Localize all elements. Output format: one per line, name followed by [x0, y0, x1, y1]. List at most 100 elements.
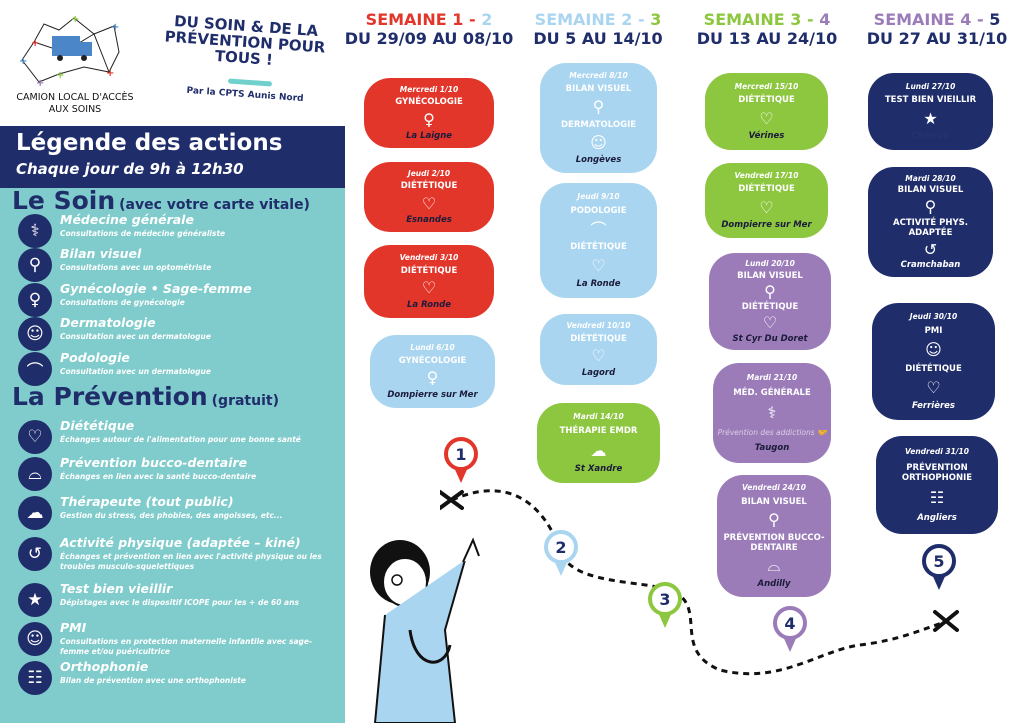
week-label-start: SEMAINE 3 - [703, 10, 820, 29]
week-label: SEMAINE 1 - 2 [339, 10, 519, 29]
session-place: Longèves [575, 154, 622, 165]
session-day: Jeudi 30/10 [909, 312, 958, 322]
session-day: Mercredi 15/10 [734, 81, 799, 91]
pin-number: 3 [648, 582, 682, 616]
session-activity: PRÉVENTION BUCCO-DENTAIRE [723, 532, 825, 553]
activity-icon: ⚲ [592, 97, 605, 117]
session-day: Mardi 28/10 [905, 173, 956, 183]
section-title: Le Soin [12, 186, 116, 215]
session-day: Vendredi 3/10 [399, 252, 459, 262]
week-label: SEMAINE 2 - 3 [508, 10, 688, 29]
activity-icon: ☷ [929, 488, 945, 508]
legend-item-description: Échanges et prévention en lien avec l'ac… [60, 552, 322, 571]
session-activity: DIÉTÉTIQUE [741, 302, 799, 313]
session-place: St Xandre [574, 463, 623, 474]
session-activity: MÉD. GÉNÉRALE [733, 388, 811, 399]
session-activity: ACTIVITÉ PHYS. ADAPTÉE [893, 217, 968, 238]
star-icon: ★ [18, 583, 52, 617]
session-place: Dompierre sur Mer [721, 219, 812, 230]
legend-item-title: Orthophonie [60, 659, 149, 674]
session-place: St Cyr Du Doret [732, 333, 808, 344]
week-dates: DU 5 AU 14/10 [533, 29, 663, 48]
legend-item-title: Test bien vieillir [60, 581, 173, 596]
session-activity: GYNÉCOLOGIE [398, 355, 467, 366]
week-label-start: SEMAINE 4 - [873, 10, 990, 29]
activity-icon: ♀ [426, 368, 439, 388]
foot-icon: ⌒ [18, 352, 52, 386]
activity-icon: ⚕ [767, 403, 777, 423]
section-note: (gratuit) [211, 393, 279, 409]
nurse-illustration [370, 537, 480, 723]
header-area: +++++++ CAMION LOCAL D'ACCÈS AUX SOINS D… [0, 0, 345, 126]
legend-item-title: Podologie [60, 350, 130, 365]
tooth-icon: ⌓ [18, 457, 52, 491]
legend-item-description: Consultations de gynécologie [60, 298, 185, 307]
session-activity: GYNÉCOLOGIE [395, 97, 463, 108]
svg-text:+: + [106, 68, 114, 79]
svg-text:+: + [71, 14, 79, 25]
legend-title: Légende des actions [16, 130, 283, 156]
session-place: Taugon [754, 442, 790, 453]
activity-icon: ☺ [925, 340, 942, 360]
opening-hours: Chaque jour de 9h à 12h30 [16, 160, 244, 178]
slogan-underline [227, 78, 273, 87]
session-activity: DIÉTÉTIQUE [905, 363, 962, 374]
week-label: SEMAINE 3 - 4 [677, 10, 857, 29]
session-activity: PMI [924, 326, 943, 337]
session-place: Dompierre sur Mer [387, 390, 478, 401]
legend-item-description: Bilan de prévention avec une orthophonis… [60, 676, 246, 685]
session-activity: TEST BIEN VIEILLIR [884, 95, 977, 106]
session-day: Lundi 20/10 [745, 259, 795, 269]
legend-item-description: Consultations avec un optométriste [60, 263, 212, 272]
logo-text: CAMION LOCAL D'ACCÈS AUX SOINS [16, 92, 134, 115]
session-note: Prévention des addictions 🤝 [717, 427, 827, 437]
activity-icon: ☁ [590, 440, 607, 460]
section-prevention: La Prévention(gratuit) [12, 382, 279, 411]
legend-item-title: Thérapeute (tout public) [60, 494, 234, 509]
session-place: Ferrières [912, 400, 955, 411]
svg-text:+: + [111, 22, 119, 33]
week-label-end: 2 [481, 10, 493, 29]
session-day: Lundi 27/10 [905, 81, 956, 91]
session-place: Andilly [757, 578, 791, 589]
session-day: Vendredi 24/10 [741, 483, 806, 493]
activity-icon: ♡ [421, 193, 437, 213]
legend-item-description: Consultations de médecine généraliste [60, 229, 226, 238]
legend-item-title: Dermatologie [60, 315, 156, 330]
session-activity: PRÉVENTION ORTHOPHONIE [901, 462, 973, 483]
truck-network-logo: +++++++ [19, 14, 120, 87]
activity-icon: ⚲ [924, 197, 937, 217]
week-label-end: 5 [989, 10, 1001, 29]
slogan: DU SOIN & DE LA PRÉVENTION POUR TOUS ! [164, 12, 326, 69]
week-label: SEMAINE 4 - 5 [847, 10, 1024, 29]
activity-icon: ♡ [926, 377, 941, 397]
session-activity: BILAN VISUEL [741, 496, 807, 507]
legend-item-title: Gynécologie • Sage-femme [60, 281, 252, 296]
female-symbol-icon: ♀ [18, 283, 52, 317]
activity-icon: ♀ [423, 109, 435, 129]
activity-icon: ♡ [591, 256, 606, 276]
session-activity: DIÉTÉTIQUE [570, 242, 627, 253]
legend-item-title: Bilan visuel [60, 246, 142, 261]
week-dates: DU 13 AU 24/10 [696, 29, 838, 48]
session-day: Jeudi 9/10 [577, 191, 620, 201]
clipboard-icon: ☷ [18, 661, 52, 695]
legend-item-title: Médecine générale [60, 212, 194, 227]
muscle-icon: ↺ [18, 537, 52, 571]
session-day: Mardi 21/10 [746, 373, 798, 383]
session-day: Jeudi 2/10 [407, 169, 451, 179]
week-label-end: 4 [819, 10, 831, 29]
route-path [440, 489, 959, 676]
